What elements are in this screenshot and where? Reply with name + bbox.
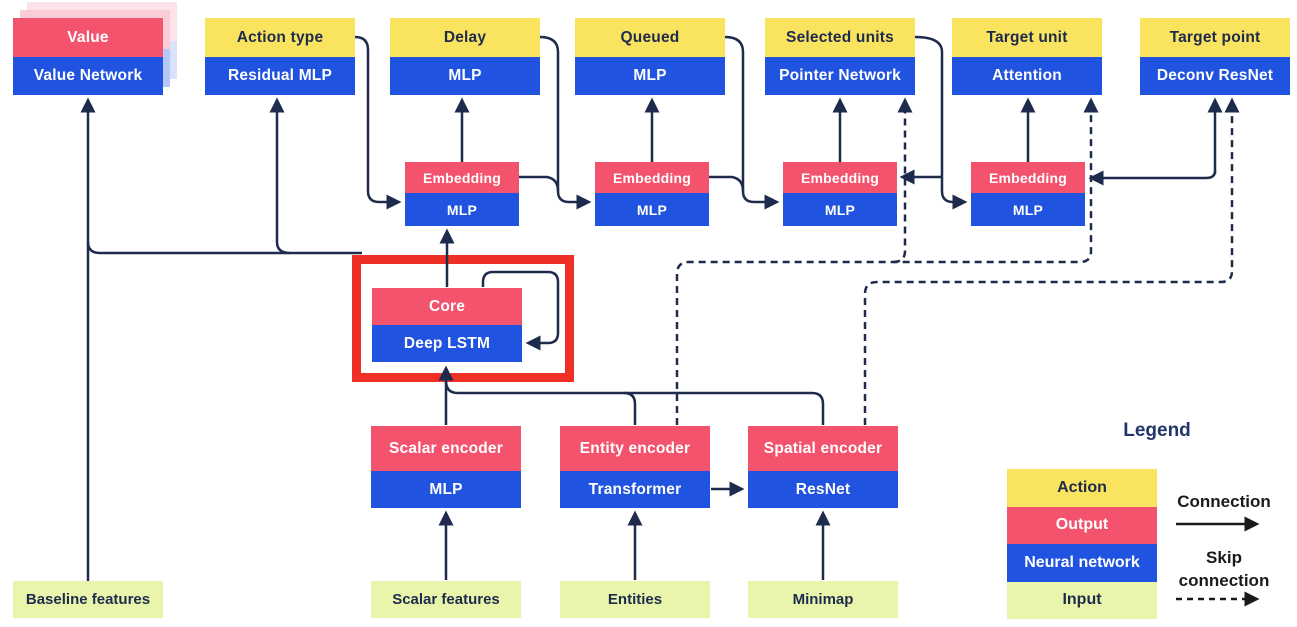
node-value: Value Value Network <box>13 18 163 95</box>
legend-title: Legend <box>1123 420 1191 441</box>
node-entity-encoder: Entity encoder Transformer <box>560 426 710 508</box>
action-type-label: Action type <box>205 18 355 57</box>
delay-label: Delay <box>390 18 540 57</box>
legend-item-neural-network: Neural network <box>1007 544 1157 582</box>
core-label: Core <box>372 288 522 325</box>
embedding-2-network-label: MLP <box>595 193 709 226</box>
embedding-1-network-label: MLP <box>405 193 519 226</box>
node-target-unit: Target unit Attention <box>952 18 1102 95</box>
edge-selected-units-to-embedding-4 <box>914 35 968 210</box>
edge-embedding-1-out-join <box>519 175 560 192</box>
embedding-3-label: Embedding <box>783 162 897 193</box>
selected-units-label: Selected units <box>765 18 915 57</box>
node-embedding-2: Embedding MLP <box>595 162 709 226</box>
edge-action-type-to-embedding-1 <box>354 35 402 210</box>
skip-connections <box>675 97 1240 425</box>
legend-color-key: Action Output Neural network Input <box>1007 469 1157 619</box>
edge-lstm-recurrent-loop <box>481 270 560 351</box>
skip-spatial-to-deconv-resnet <box>863 97 1240 425</box>
queued-network-label: MLP <box>575 57 725 95</box>
edge-entity-encoder-merge <box>623 391 637 425</box>
target-point-network-label: Deconv ResNet <box>1140 57 1290 95</box>
spatial-encoder-label: Spatial encoder <box>748 426 898 471</box>
input-entities: Entities <box>560 581 710 618</box>
embedding-3-network-label: MLP <box>783 193 897 226</box>
node-embedding-3: Embedding MLP <box>783 162 897 226</box>
legend-skip-connection-label: Skip connection <box>1178 548 1270 590</box>
edge-core-to-residual-mlp <box>269 97 291 255</box>
node-core: Core Deep LSTM <box>372 288 522 362</box>
core-highlight-box <box>352 255 574 382</box>
node-target-point: Target point Deconv ResNet <box>1140 18 1290 95</box>
legend-item-output: Output <box>1007 506 1157 544</box>
edge-spatial-encoder-merge <box>444 380 825 425</box>
node-selected-units: Selected units Pointer Network <box>765 18 915 95</box>
legend-arrows <box>1176 516 1260 607</box>
node-embedding-4: Embedding MLP <box>971 162 1085 226</box>
embedding-4-label: Embedding <box>971 162 1085 193</box>
delay-network-label: MLP <box>390 57 540 95</box>
target-unit-network-label: Attention <box>952 57 1102 95</box>
queued-label: Queued <box>575 18 725 57</box>
skip-entity-to-attention <box>675 97 1099 425</box>
entity-encoder-network-label: Transformer <box>560 471 710 508</box>
legend-item-input: Input <box>1007 581 1157 619</box>
node-delay: Delay MLP <box>390 18 540 95</box>
legend-item-action: Action <box>1007 469 1157 507</box>
solid-connections <box>80 35 1223 581</box>
embedding-2-label: Embedding <box>595 162 709 193</box>
edge-embedding-2-out-join <box>709 175 745 192</box>
skip-entity-to-pointer-network <box>892 97 913 264</box>
core-network-label: Deep LSTM <box>372 325 522 362</box>
target-unit-label: Target unit <box>952 18 1102 57</box>
node-action-type: Action type Residual MLP <box>205 18 355 95</box>
node-scalar-encoder: Scalar encoder MLP <box>371 426 521 508</box>
value-output-label: Value <box>13 18 163 57</box>
node-embedding-1: Embedding MLP <box>405 162 519 226</box>
entity-encoder-label: Entity encoder <box>560 426 710 471</box>
scalar-encoder-network-label: MLP <box>371 471 521 508</box>
value-network-label: Value Network <box>13 57 163 95</box>
spatial-encoder-network-label: ResNet <box>748 471 898 508</box>
legend-connection-label: Connection <box>1177 492 1271 511</box>
scalar-encoder-label: Scalar encoder <box>371 426 521 471</box>
embedding-4-network-label: MLP <box>971 193 1085 226</box>
input-baseline-features: Baseline features <box>13 581 163 618</box>
action-type-network-label: Residual MLP <box>205 57 355 95</box>
embedding-1-label: Embedding <box>405 162 519 193</box>
edge-to-embedding-4-right <box>1088 170 1217 186</box>
edge-core-out-left <box>86 241 362 255</box>
input-scalar-features: Scalar features <box>371 581 521 618</box>
node-queued: Queued MLP <box>575 18 725 95</box>
selected-units-network-label: Pointer Network <box>765 57 915 95</box>
input-minimap: Minimap <box>748 581 898 618</box>
target-point-label: Target point <box>1140 18 1290 57</box>
node-spatial-encoder: Spatial encoder ResNet <box>748 426 898 508</box>
